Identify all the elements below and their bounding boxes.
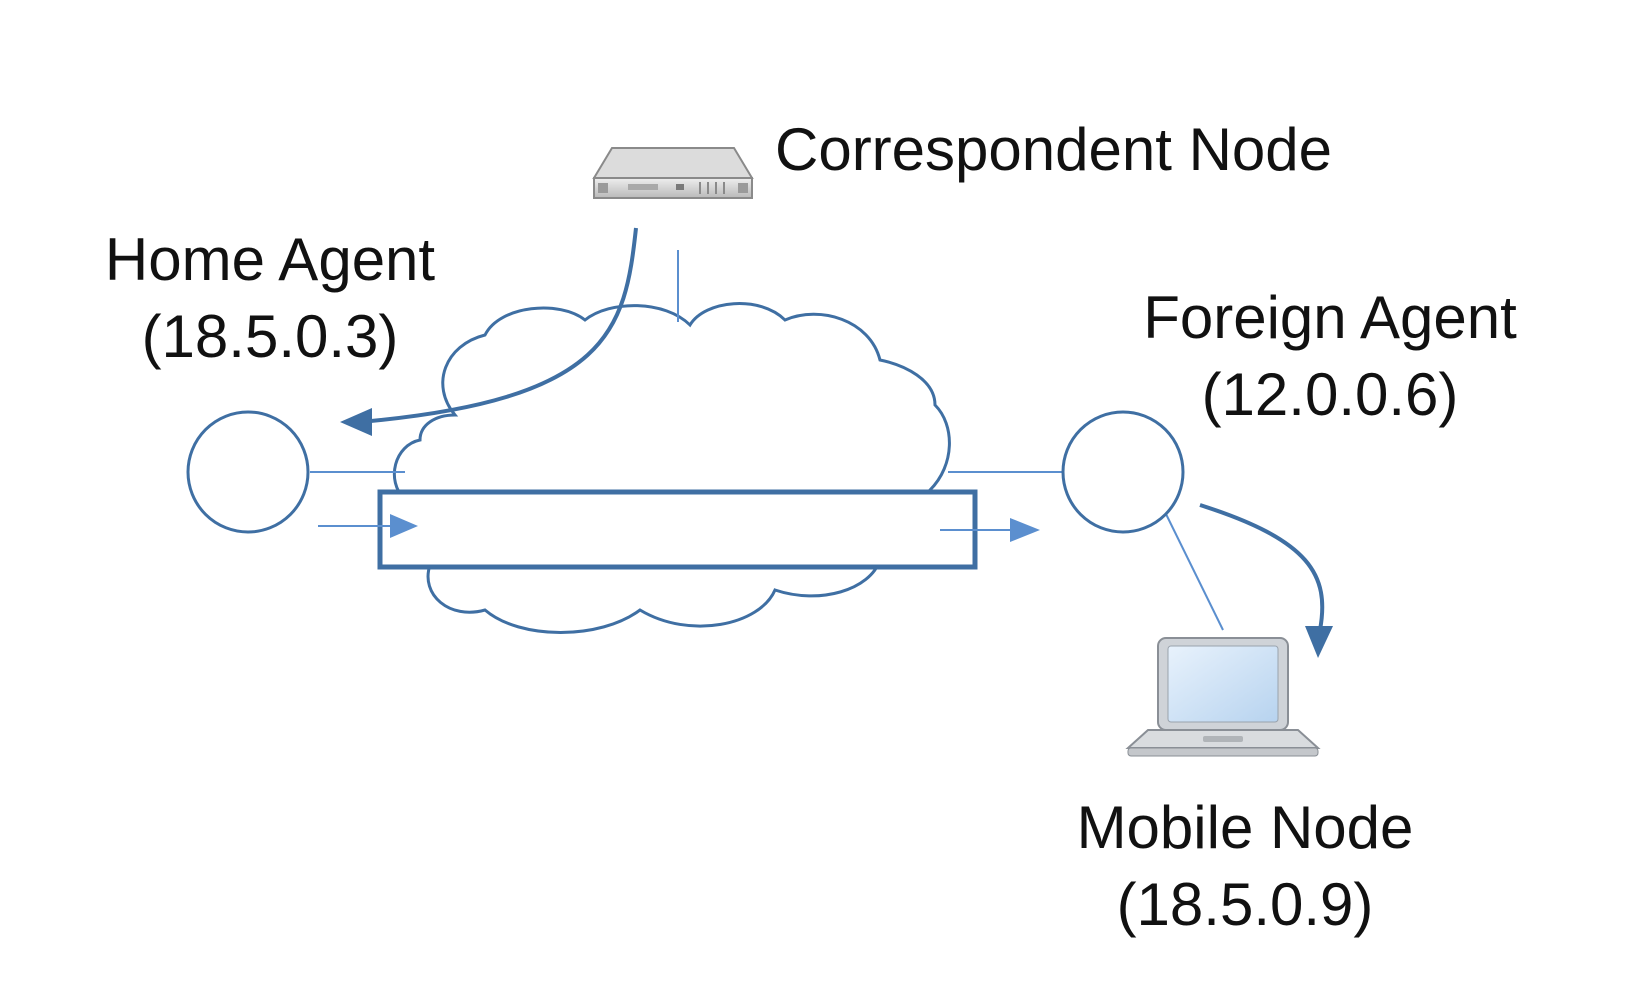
home-agent-name: Home Agent (104, 226, 436, 293)
correspondent-node-name: Correspondent Node (775, 116, 1333, 183)
link-foreign-agent-mobile (1164, 511, 1224, 631)
arrow-foreign-agent-to-mobile-node (1199, 503, 1333, 658)
home-agent-node (186, 410, 310, 534)
home-agent-address: (18.5.0.3) (141, 302, 399, 370)
foreign-agent-node (1061, 410, 1185, 534)
tunnel-rect (377, 489, 978, 570)
foreign-agent-address: (12.0.0.6) (1201, 360, 1459, 428)
arrow-into-tunnel (318, 514, 418, 538)
mobile-node-address: (18.5.0.9) (1116, 870, 1374, 938)
mobile-node-label: Mobile Node (18.5.0.9) (1035, 790, 1455, 944)
arrow-correspondent-to-home-agent (340, 227, 638, 436)
foreign-agent-name: Foreign Agent (1143, 284, 1517, 351)
laptop-icon (1125, 637, 1321, 757)
arrow-out-of-tunnel (940, 518, 1040, 542)
correspondent-node-label: Correspondent Node (775, 112, 1332, 189)
foreign-agent-label: Foreign Agent (12.0.0.6) (1115, 280, 1545, 434)
home-agent-label: Home Agent (18.5.0.3) (60, 222, 480, 376)
mobile-node-name: Mobile Node (1076, 794, 1414, 861)
server-icon (592, 147, 754, 199)
